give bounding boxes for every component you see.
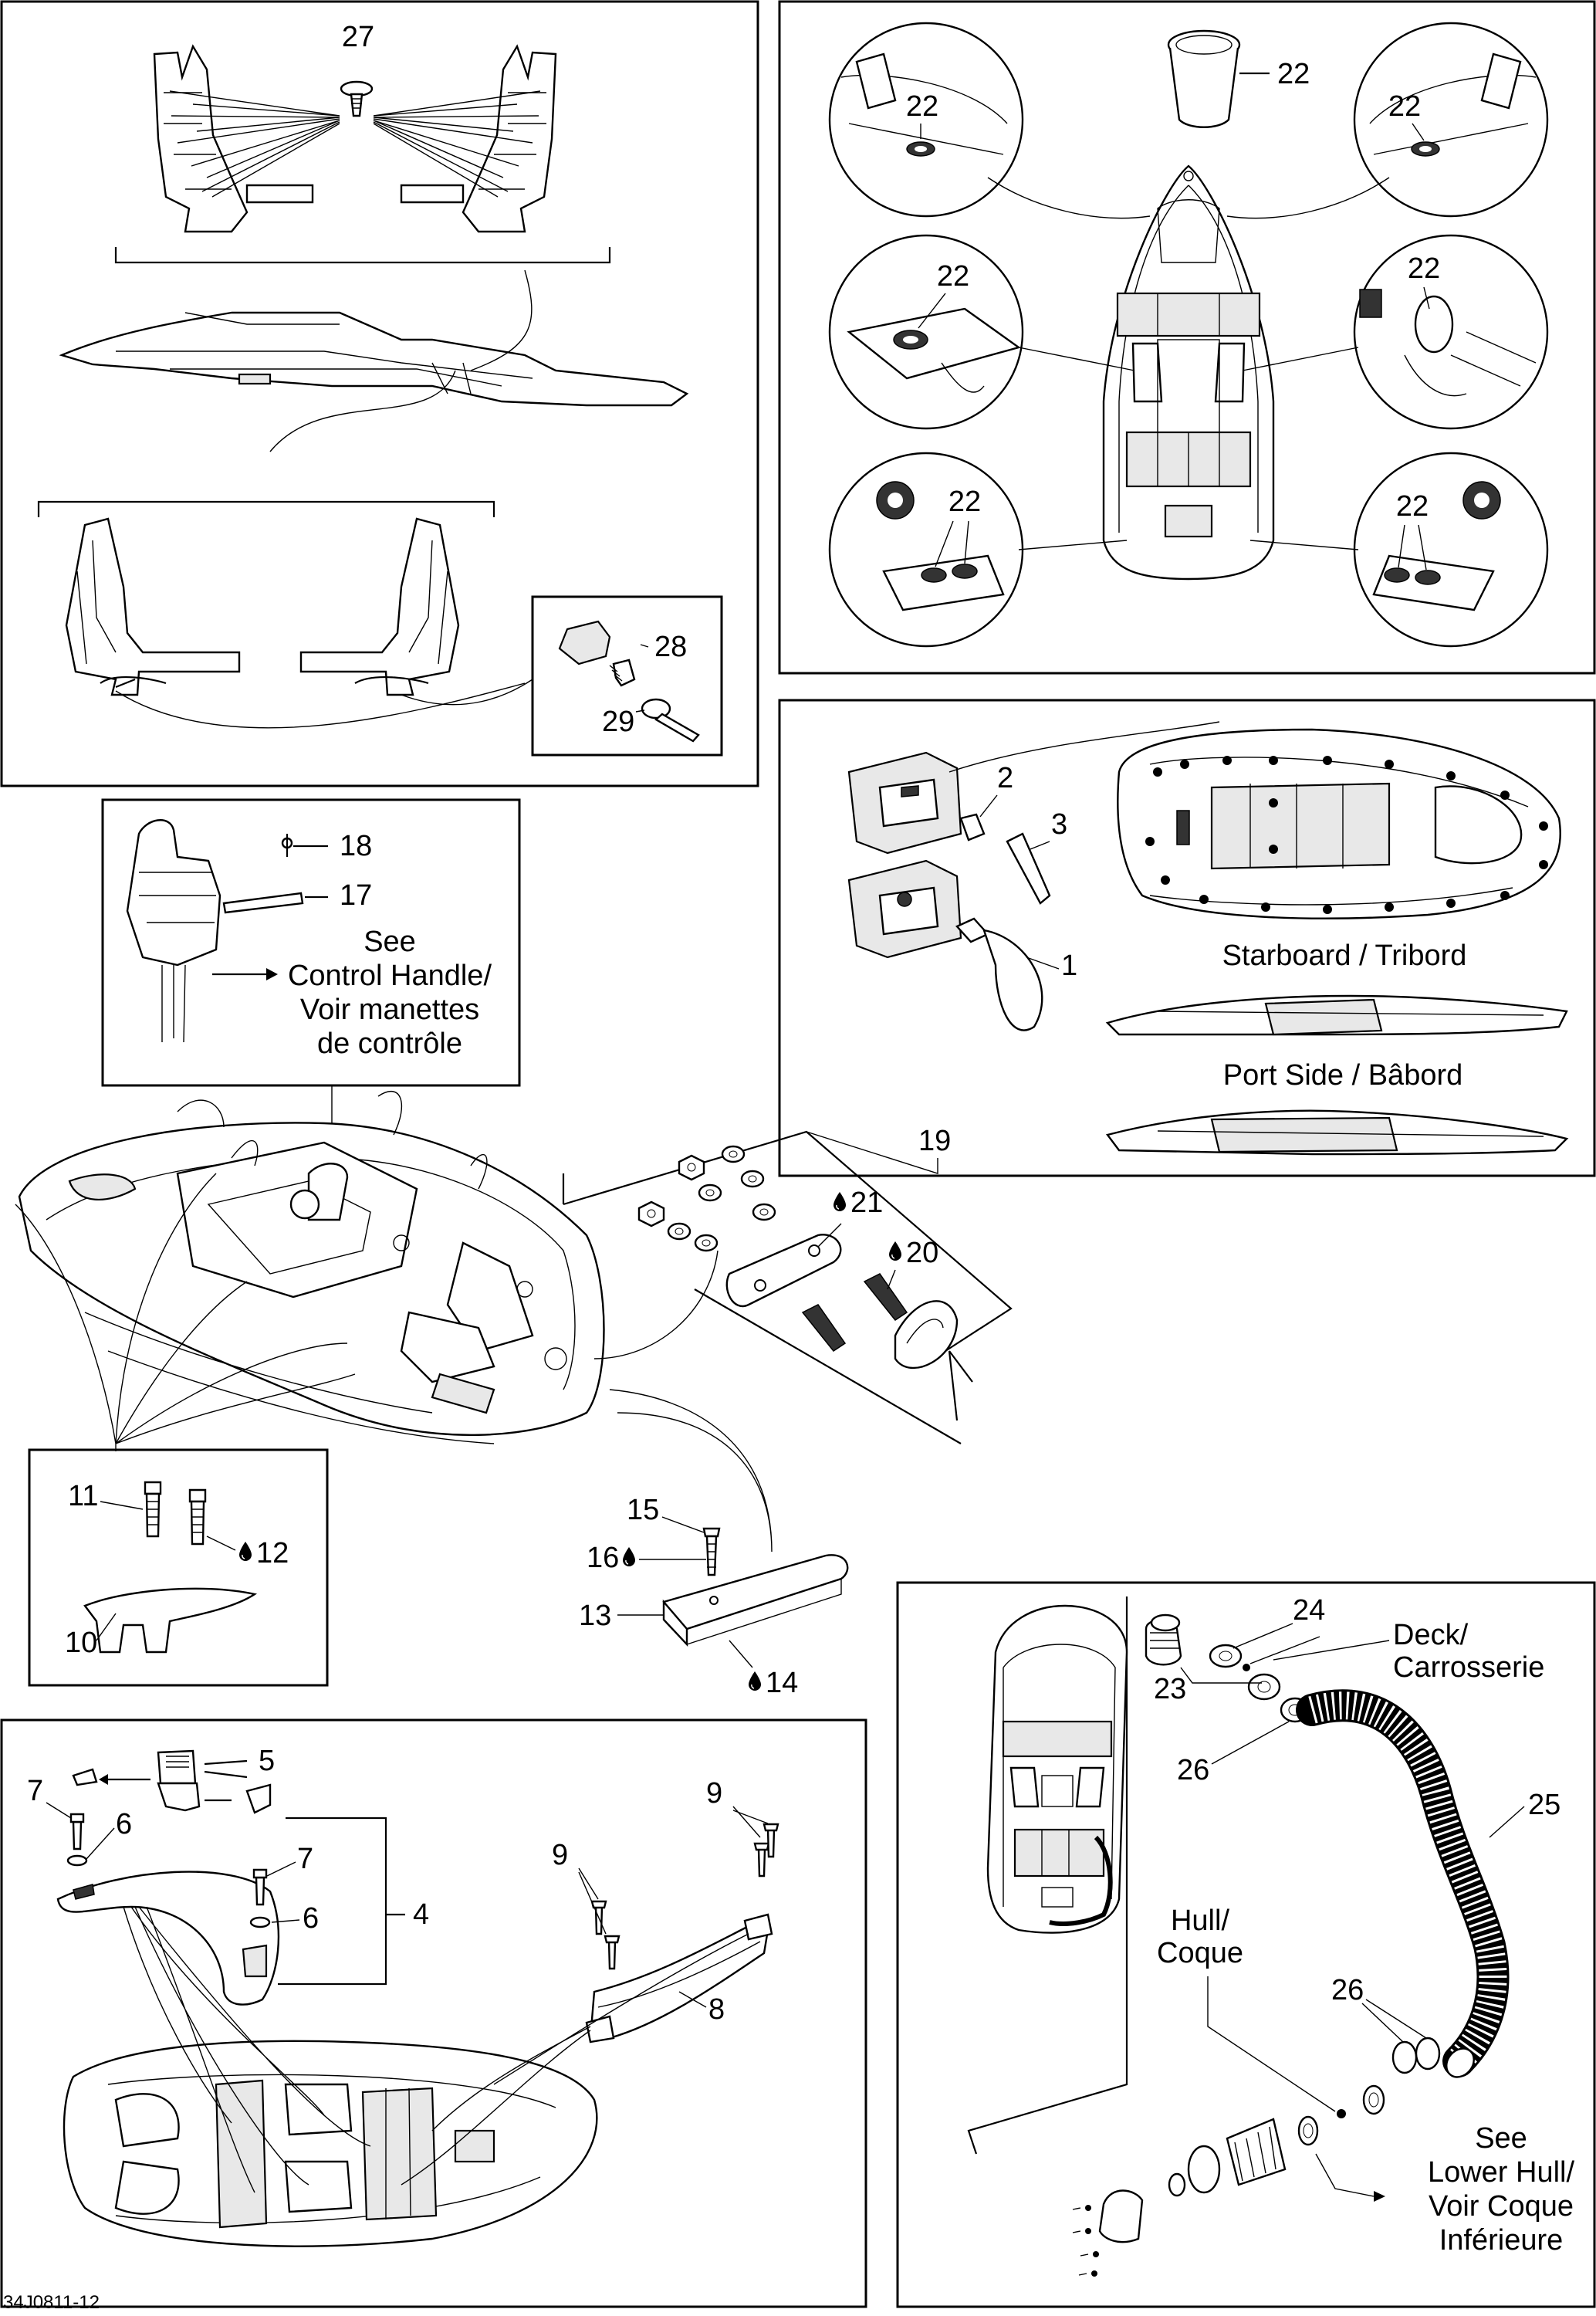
callout-24: 24: [1293, 1594, 1325, 1627]
deck-underside-view: [1117, 728, 1561, 919]
diagram-code: 34J0811-12: [3, 2292, 100, 2313]
detail-circle-tr: 22: [1353, 22, 1549, 218]
clip-parts: 2 3 1: [847, 721, 1220, 1031]
grab-handle-inset: 19 21 20: [562, 1125, 1013, 1444]
svg-text:de contrôle: de contrôle: [317, 1028, 462, 1060]
fastener-inset: 28 29: [531, 595, 723, 757]
callout-26b: 26: [1331, 1974, 1364, 2006]
callout-25: 25: [1528, 1789, 1560, 1821]
callout-3: 3: [1051, 808, 1067, 841]
push-pin-rivet: 27: [169, 21, 541, 198]
callout-19: 19: [918, 1125, 951, 1157]
svg-text:Voir Coque: Voir Coque: [1429, 2190, 1574, 2223]
callout-23: 23: [1154, 1673, 1186, 1705]
handrail-parts: 5 7 6 7 6 4: [27, 1745, 429, 2006]
callout-8: 8: [708, 1993, 725, 2026]
cleat-inset: 11 12 10: [28, 1448, 329, 1687]
callout-11: 11: [68, 1480, 98, 1512]
svg-text:Lower Hull/: Lower Hull/: [1428, 2156, 1575, 2189]
callout-9a: 9: [552, 1839, 568, 1871]
callout-29: 29: [602, 706, 634, 738]
svg-text:Inférieure: Inférieure: [1439, 2224, 1564, 2257]
callout-17: 17: [340, 879, 372, 912]
detail-circle-tl: 22: [828, 22, 1024, 218]
callout-14: 14: [766, 1667, 798, 1699]
glue-drop-icon: [238, 1541, 252, 1562]
callout-26a: 26: [1177, 1754, 1209, 1786]
hose-clamps: 26: [1331, 1974, 1441, 2074]
upper-seat-backs: [153, 44, 557, 233]
drain-boat-top-view: [986, 1604, 1128, 1934]
control-handle-inset: 18 17 See Control Handle/ Voir manettes …: [101, 798, 521, 1087]
callout-7b: 7: [297, 1843, 313, 1875]
callout-12: 12: [256, 1537, 289, 1569]
callout-16: 16: [587, 1542, 619, 1574]
drain-panel: 24 23 26 Deck/ Carrosserie 25 26: [896, 1581, 1596, 2308]
callout-2: 2: [997, 762, 1013, 794]
callout-5: 5: [259, 1745, 275, 1777]
starboard-side-view: [1105, 994, 1568, 1036]
deck-label: Deck/: [1393, 1619, 1469, 1651]
callout-22-tl: 22: [906, 90, 938, 123]
grab-bar: 9 9 8: [552, 1777, 779, 2043]
callout-22-bl: 22: [948, 486, 981, 518]
control-handle-note: See Control Handle/ Voir manettes de con…: [288, 926, 492, 1060]
svg-text:See: See: [363, 926, 416, 958]
callout-6b: 6: [303, 1902, 319, 1935]
fastener-panel: 2 3 1 Starboard / Tribord: [778, 699, 1596, 1177]
callout-22-tr: 22: [1388, 90, 1421, 123]
handrail-panel: 5 7 6 7 6 4: [0, 1718, 867, 2308]
lower-hull-note: See Lower Hull/ Voir Coque Inférieure: [1428, 2122, 1575, 2257]
callout-13: 13: [579, 1600, 611, 1632]
detail-circle-br: 22: [1353, 452, 1549, 648]
callout-15: 15: [627, 1494, 659, 1526]
boat-top-view: [1102, 164, 1275, 581]
bumper-part: 15 16 13 14: [579, 1389, 849, 1699]
deck-drain-fitting: 24 23 26 Deck/ Carrosserie: [1145, 1594, 1544, 1786]
callout-9b: 9: [706, 1777, 722, 1810]
starboard-label: Starboard / Tribord: [1222, 940, 1467, 972]
callout-10: 10: [65, 1627, 97, 1659]
interior-top-view: [63, 1906, 749, 2247]
svg-text:Control Handle/: Control Handle/: [288, 960, 492, 992]
detail-circle-mr: 22: [1353, 234, 1549, 430]
glue-drop-icon: [622, 1546, 636, 1567]
hull-drain-fitting: Hull/ Coque: [1072, 1905, 1385, 2277]
port-side-view: [1105, 1109, 1569, 1156]
callout-28: 28: [654, 631, 687, 663]
svg-text:See: See: [1475, 2122, 1527, 2155]
seat-panel: 27 28 29: [0, 0, 759, 787]
main-boat: [15, 1091, 719, 1451]
cup-holder-part: 22: [1167, 29, 1310, 128]
deck-label-fr: Carrosserie: [1393, 1651, 1544, 1684]
detail-circle-bl: 22: [828, 452, 1024, 648]
callout-22-cup: 22: [1277, 58, 1310, 90]
callout-22-mr: 22: [1408, 252, 1440, 285]
port-side-label: Port Side / Bâbord: [1223, 1059, 1463, 1092]
callout-22-br: 22: [1396, 490, 1429, 523]
boat-side-view: [59, 311, 689, 407]
detail-circle-ml: 22: [828, 234, 1024, 430]
lower-seat-backs: [65, 517, 533, 729]
cup-holder-panel: 22 22: [778, 0, 1596, 675]
callout-18: 18: [340, 830, 372, 862]
callout-7a: 7: [27, 1775, 43, 1807]
glue-drop-icon: [888, 1241, 902, 1261]
callout-20: 20: [906, 1237, 938, 1269]
callout-1: 1: [1061, 950, 1077, 982]
hull-label: Hull/: [1171, 1905, 1229, 1937]
callout-27: 27: [342, 21, 374, 53]
glue-drop-icon: [748, 1671, 762, 1691]
callout-4: 4: [413, 1898, 429, 1931]
glue-drop-icon: [833, 1191, 847, 1212]
callout-22-ml: 22: [937, 260, 969, 293]
nuts-washers: [637, 1145, 776, 1252]
hull-label-fr: Coque: [1157, 1937, 1243, 1969]
callout-6a: 6: [116, 1808, 132, 1840]
callout-21: 21: [850, 1187, 883, 1219]
drain-hose: 25: [1296, 1689, 1560, 2078]
svg-text:Voir manettes: Voir manettes: [300, 994, 479, 1026]
